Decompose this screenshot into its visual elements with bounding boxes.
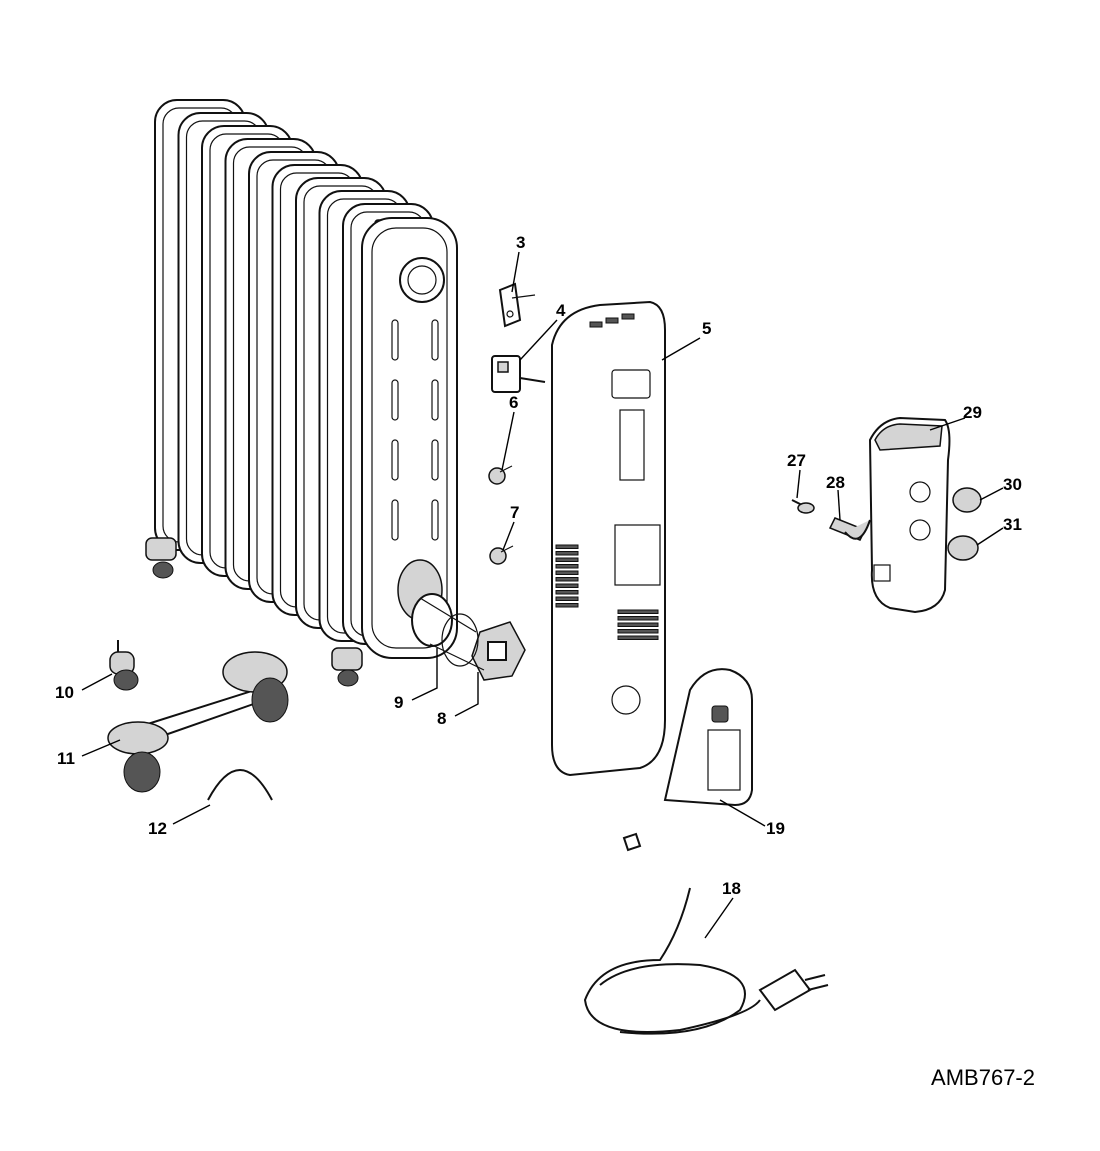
part-5-control-housing xyxy=(551,300,666,777)
part-12-wire-clip xyxy=(207,769,273,801)
part-3-thermostat-bracket xyxy=(498,282,536,328)
part-31-knob xyxy=(947,535,979,561)
vent-slot xyxy=(617,635,659,640)
vent-slot xyxy=(555,590,579,595)
vent-slot xyxy=(617,616,659,621)
part-19-side-cover xyxy=(663,668,753,807)
part-9-element-tube xyxy=(411,593,485,671)
part-30-knob xyxy=(952,487,982,513)
vent-slots-side xyxy=(555,544,659,640)
vent-slot xyxy=(555,557,579,562)
thermostat-boss xyxy=(399,257,445,303)
radiator-feet xyxy=(145,537,363,687)
callout-8: 8 xyxy=(437,709,446,728)
drawing-code: AMB767-2 xyxy=(931,1065,1035,1090)
callout-9: 9 xyxy=(394,693,403,712)
leader-lines xyxy=(81,251,1004,939)
callout-5: 5 xyxy=(702,319,711,338)
vent-slot xyxy=(555,551,579,556)
part-28-shaft xyxy=(828,517,871,541)
callout-28: 28 xyxy=(826,473,845,492)
callout-4: 4 xyxy=(556,301,566,320)
vent-slot xyxy=(555,570,579,575)
vent-slot xyxy=(617,629,659,634)
callout-31: 31 xyxy=(1003,515,1022,534)
callout-30: 30 xyxy=(1003,475,1022,494)
callout-19: 19 xyxy=(766,819,785,838)
cord-clip xyxy=(622,832,642,852)
callout-29: 29 xyxy=(963,403,982,422)
vent-slot xyxy=(555,596,579,601)
callout-6: 6 xyxy=(509,393,518,412)
part-4-switch xyxy=(491,355,546,393)
part-29-control-panel xyxy=(868,416,951,614)
part-10-caster xyxy=(109,640,139,691)
callout-12: 12 xyxy=(148,819,167,838)
callout-labels: 3 4 5 6 7 9 8 10 11 12 19 18 27 28 29 30… xyxy=(55,233,1022,898)
part-18-power-cord xyxy=(583,887,829,1035)
part-27-pin xyxy=(791,499,815,514)
vent-slot xyxy=(555,603,579,608)
callout-18: 18 xyxy=(722,879,741,898)
part-8-heating-element xyxy=(471,621,526,681)
part-6-knob-insert xyxy=(488,465,513,485)
part-11-wheel-base xyxy=(107,651,289,793)
vent-slot xyxy=(555,564,579,569)
vent-slot xyxy=(617,622,659,627)
vent-slots-top xyxy=(589,313,635,328)
part-7-knob-insert xyxy=(489,545,514,565)
callout-3: 3 xyxy=(516,233,525,252)
callout-11: 11 xyxy=(57,749,75,768)
vent-slot xyxy=(617,609,659,614)
radiator-front-fin xyxy=(361,217,458,659)
callout-27: 27 xyxy=(787,451,806,470)
fin-slots xyxy=(391,319,439,541)
callout-7: 7 xyxy=(510,503,519,522)
plug xyxy=(758,968,812,1012)
vent-slot xyxy=(555,544,579,549)
callout-10: 10 xyxy=(55,683,74,702)
vent-slot xyxy=(555,583,579,588)
vent-slot xyxy=(555,577,579,582)
